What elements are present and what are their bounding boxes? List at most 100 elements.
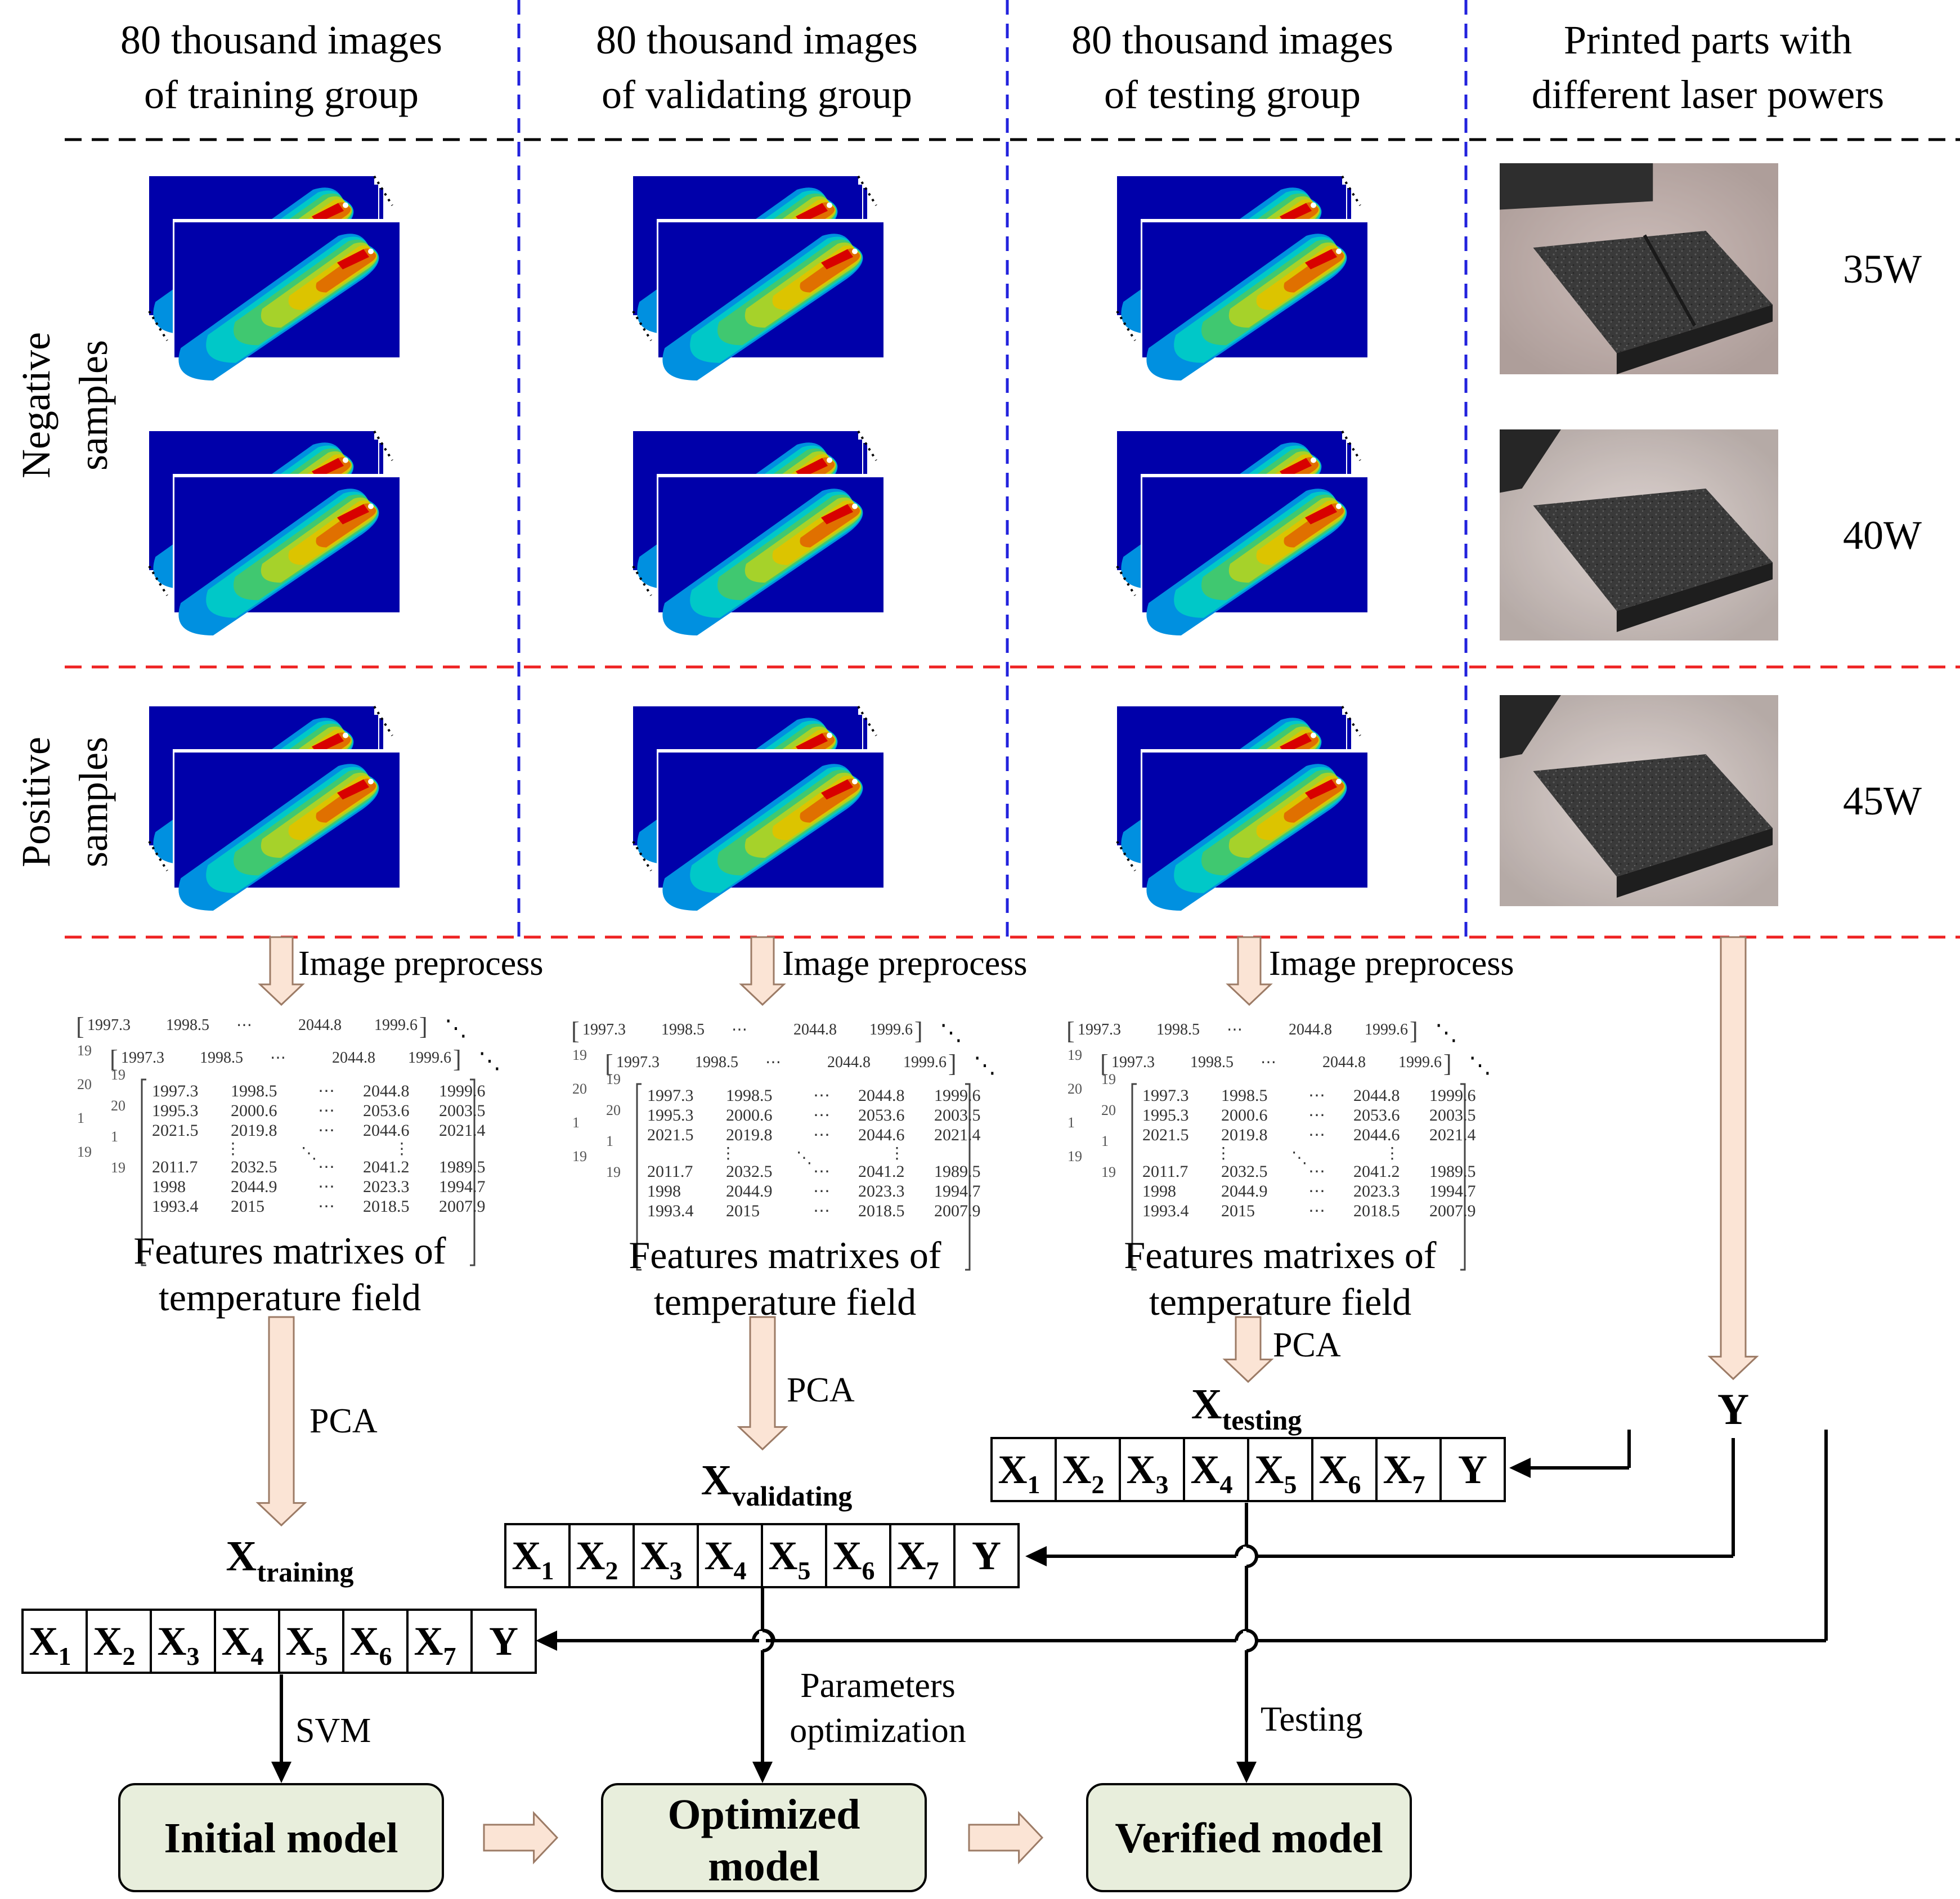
heatmap-front-hot-spot [1336, 248, 1342, 254]
vector-cell-subscript: 6 [1348, 1470, 1361, 1499]
matrix-edge-glyph: 19 [606, 1164, 621, 1180]
preprocess-arrow [258, 936, 305, 1006]
matrix-back-value: 1998.5 [200, 1049, 243, 1067]
arrowhead [752, 1762, 773, 1783]
matrix-back-value: ⋯ [270, 1049, 286, 1067]
heatmap-front-hot-core [1305, 779, 1337, 800]
matrix-value: 1998 [152, 1177, 186, 1196]
matrix-value: 2000.6 [231, 1101, 277, 1120]
matrix-bracket-left [1131, 1083, 1137, 1271]
vector-cell-label: X2 [93, 1619, 136, 1670]
matrix-bracket: [ [76, 1013, 84, 1040]
heatmap-stack [632, 705, 884, 911]
matrix-value: 2044.9 [726, 1182, 773, 1201]
optimized-to-verified-arrow [968, 1811, 1044, 1865]
heatmap-front-hot-spot [852, 503, 858, 509]
matrix-bracket-right [1460, 1083, 1466, 1271]
matrix-edge-glyph: 20 [1068, 1081, 1082, 1097]
neighbor-part [1500, 163, 1653, 210]
heatmap-front-hot-spot [852, 248, 858, 254]
matrix-value: 1994.7 [439, 1177, 486, 1196]
stack-dots [632, 310, 652, 342]
matrix-edge-glyph: 19 [1101, 1071, 1116, 1087]
vector-cell-subscript: 4 [251, 1642, 264, 1670]
stack-dots [1341, 430, 1361, 462]
matrix-value: 2023.3 [858, 1182, 905, 1201]
matrix-value: ⋯ [813, 1106, 830, 1125]
vector-cell [470, 1609, 537, 1674]
vector-cell [406, 1609, 473, 1674]
matrix-back-value: 1999.6 [408, 1049, 451, 1067]
hop-gap-v [759, 1631, 766, 1650]
matrix-value: 2021.5 [152, 1121, 199, 1140]
matrix-vdots: ⋮ [889, 1145, 905, 1162]
heatmap-back-hot-spot [827, 732, 832, 738]
matrix-back-value: 2044.8 [1322, 1054, 1366, 1071]
heatmap-front-hot-core [1305, 504, 1337, 525]
stack-dots [373, 430, 393, 462]
matrix-value: 2053.6 [1353, 1106, 1400, 1125]
printed-part-top [1533, 489, 1773, 611]
vector-cell-subscript: 5 [1284, 1470, 1297, 1499]
matrix-bracket: ] [948, 1050, 957, 1077]
vector-cell-subscript: 3 [187, 1642, 200, 1670]
pca-label-validating: PCA [787, 1371, 855, 1409]
matrix-value: 2053.6 [363, 1101, 410, 1120]
matrix-dots: ⋱ [478, 1048, 501, 1073]
matrix-value: 2007.9 [439, 1197, 486, 1216]
matrix-ddots: ⋱ [301, 1145, 317, 1162]
matrix-value: 1998.5 [726, 1086, 773, 1105]
stack-dots [1341, 705, 1361, 737]
grid-dividers [65, 0, 1960, 939]
vector-cell-subscript: 2 [606, 1556, 618, 1585]
matrix-front-bg [141, 1076, 478, 1268]
vector-cell [278, 1609, 344, 1674]
preprocess-arrow [739, 936, 786, 1006]
vector-cell-subscript: 3 [1156, 1470, 1169, 1499]
heatmap-front [657, 749, 884, 911]
hop-gap-v [1243, 1547, 1250, 1566]
heatmap-front [173, 219, 400, 380]
row-label-positive-2: samples [71, 737, 116, 867]
stack-dots [1116, 565, 1136, 597]
heatmap-front [1141, 219, 1368, 380]
matrix-back-value: 1998.5 [1156, 1021, 1200, 1038]
matrix-value: ⋯ [318, 1121, 335, 1140]
heatmap-front-hot-spot [852, 778, 858, 785]
pca-arrow-testing [1222, 1316, 1274, 1383]
matrix-value: 2041.2 [858, 1162, 905, 1181]
matrix-value: 2015 [1221, 1202, 1255, 1220]
matrix-bracket: [ [1100, 1050, 1109, 1077]
matrix-edge-glyph: 19 [77, 1144, 92, 1160]
matrix-value: 2021.5 [647, 1126, 694, 1144]
stack-dots [1116, 310, 1136, 342]
matrix-back-value: 1997.3 [1078, 1021, 1121, 1038]
matrix-value: 1989.5 [934, 1162, 981, 1181]
vector-cell-subscript: 4 [1220, 1470, 1233, 1499]
feature-caption-1: Features matrixes of [133, 1229, 446, 1272]
matrix-back-value: 1997.3 [1111, 1054, 1155, 1071]
heatmap-back-hot-core [1280, 203, 1312, 223]
matrix-value: ⋯ [318, 1101, 335, 1120]
heatmap-front-hot-core [337, 779, 369, 800]
header-line-1: Printed parts with [1564, 17, 1852, 62]
heatmap-stack [1116, 705, 1368, 911]
heatmap-stack [632, 430, 884, 635]
matrix-value: ⋯ [318, 1177, 335, 1196]
vector-cell [568, 1523, 635, 1588]
matrix-bracket: [ [571, 1017, 580, 1045]
matrix-value: 2011.7 [152, 1158, 198, 1176]
pca-arrow-training [255, 1316, 307, 1527]
matrix-value: 2044.9 [231, 1177, 277, 1196]
matrix-back-value: ⋯ [765, 1054, 781, 1071]
matrix-bracket: ] [419, 1013, 428, 1040]
matrix-value: 2023.3 [1353, 1182, 1400, 1201]
matrix-front-bg [636, 1081, 974, 1272]
matrix-edge-glyph: 1 [77, 1110, 84, 1126]
matrix-back-value: 1997.3 [582, 1021, 626, 1038]
vector-cell [990, 1437, 1057, 1502]
